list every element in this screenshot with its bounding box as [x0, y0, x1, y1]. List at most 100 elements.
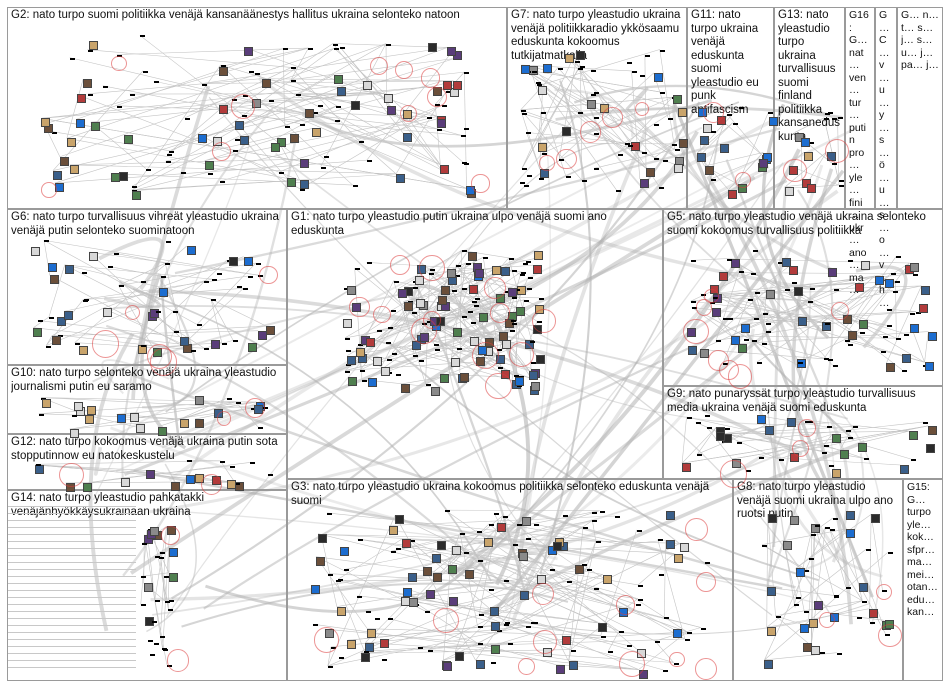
profile-node: [248, 343, 257, 352]
node-label-mark: [527, 175, 532, 177]
node-label-mark: [367, 160, 372, 162]
node-label-mark: [166, 161, 171, 163]
profile-node: [479, 313, 488, 322]
node-label-mark: [146, 169, 151, 171]
profile-node: [305, 109, 314, 118]
highlight-ring: [373, 306, 391, 324]
profile-node: [453, 328, 462, 337]
node-label-mark: [582, 180, 587, 182]
node-label-mark: [524, 300, 529, 302]
node-label-mark: [165, 263, 170, 265]
node-label-mark: [739, 107, 744, 109]
node-label-mark: [533, 622, 538, 624]
node-label-mark: [864, 458, 869, 460]
node-label-mark: [117, 106, 122, 108]
node-label-mark: [687, 632, 692, 634]
node-label-mark: [638, 599, 643, 601]
profile-node: [764, 660, 773, 669]
node-label-mark: [804, 611, 809, 613]
node-label-mark: [687, 417, 692, 419]
node-label-mark: [452, 290, 457, 292]
profile-node: [171, 482, 180, 491]
profile-node: [765, 426, 774, 435]
node-label-mark: [887, 325, 892, 327]
node-label-mark: [504, 624, 509, 626]
node-label-mark: [751, 273, 756, 275]
node-label-mark: [155, 600, 160, 602]
profile-node: [766, 290, 775, 299]
node-label-mark: [637, 530, 642, 532]
highlight-ring: [472, 342, 499, 369]
profile-node: [187, 246, 196, 255]
node-label-mark: [811, 534, 816, 536]
node-label-mark: [583, 527, 588, 529]
profile-node: [347, 286, 356, 295]
profile-node: [871, 514, 880, 523]
profile-node: [41, 118, 50, 127]
node-label-mark: [445, 510, 450, 512]
node-label-mark: [466, 263, 471, 265]
node-label-mark: [460, 533, 465, 535]
profile-node: [801, 138, 810, 147]
node-label-mark: [752, 340, 757, 342]
node-label-mark: [141, 604, 146, 606]
node-label-mark: [425, 611, 430, 613]
node-label-mark: [336, 106, 341, 108]
node-label-mark: [156, 311, 161, 313]
profile-node: [398, 289, 407, 298]
profile-node: [240, 136, 249, 145]
node-label-mark: [38, 320, 43, 322]
profile-node: [52, 336, 61, 345]
node-label-mark: [435, 349, 440, 351]
profile-node: [538, 86, 547, 95]
highlight-ring: [695, 658, 717, 680]
node-label-mark: [668, 118, 673, 120]
node-label-mark: [285, 126, 290, 128]
node-label-mark: [558, 68, 563, 70]
node-label-mark: [659, 187, 664, 189]
profile-node: [738, 344, 747, 353]
profile-node: [688, 346, 697, 355]
node-label-mark: [82, 272, 87, 274]
profile-node: [136, 424, 145, 433]
highlight-ring: [400, 105, 417, 122]
node-label-mark: [754, 318, 759, 320]
node-label-mark: [344, 569, 349, 571]
node-label-mark: [707, 427, 712, 429]
node-label-mark: [895, 281, 900, 283]
highlight-ring: [783, 159, 807, 183]
node-label-mark: [464, 72, 469, 74]
node-label-mark: [820, 652, 825, 654]
node-label-mark: [140, 35, 145, 37]
node-label-mark: [366, 611, 371, 613]
profile-node: [124, 135, 133, 144]
profile-node: [426, 590, 435, 599]
profile-node: [158, 427, 167, 436]
profile-node: [501, 267, 510, 276]
node-label-mark: [391, 551, 396, 553]
node-label-mark: [437, 129, 442, 131]
node-label-mark: [853, 426, 858, 428]
node-label-mark: [456, 265, 461, 267]
node-label-mark: [472, 301, 477, 303]
node-label-mark: [526, 132, 531, 134]
profile-node: [562, 127, 571, 136]
node-label-mark: [227, 398, 232, 400]
profile-node: [848, 331, 857, 340]
profile-node: [859, 583, 868, 592]
profile-node: [42, 399, 51, 408]
node-label-mark: [753, 250, 758, 252]
profile-node: [365, 643, 374, 652]
profile-node: [316, 557, 325, 566]
profile-node: [603, 575, 612, 584]
highlight-ring: [201, 474, 223, 496]
profile-node: [195, 396, 204, 405]
node-label-mark: [255, 73, 260, 75]
profile-node: [351, 101, 360, 110]
node-label-mark: [779, 459, 784, 461]
profile-node: [556, 665, 565, 674]
node-label-mark: [150, 654, 155, 656]
profile-node: [587, 100, 596, 109]
node-label-mark: [804, 570, 809, 572]
node-label-mark: [830, 529, 835, 531]
